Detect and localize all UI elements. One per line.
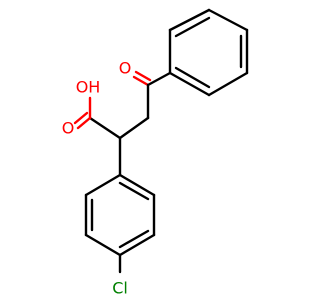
molecule-canvas: O OH O <box>61 8 249 298</box>
bond <box>84 173 122 197</box>
acid-carbonyl-double-bond <box>76 116 92 130</box>
phenyl-ring-top <box>168 8 249 97</box>
bond <box>88 116 122 140</box>
hydroxyl-label: OH <box>76 78 101 97</box>
bond <box>168 8 211 32</box>
bond <box>174 66 211 89</box>
acid-oxygen-label: O <box>62 119 75 138</box>
carbonyl-oxygen-label: O <box>119 59 132 78</box>
bond <box>118 116 150 140</box>
bond <box>118 181 150 201</box>
acid-carbonyl-double-bond <box>73 111 89 125</box>
bond <box>174 16 211 38</box>
carbonyl-double-bond <box>134 70 152 82</box>
bond <box>84 233 122 257</box>
carbonyl-double-bond <box>132 75 150 87</box>
bond <box>168 71 211 97</box>
alkyl-chain <box>118 83 150 140</box>
chlorine-label: Cl <box>112 279 128 298</box>
bond <box>118 173 156 197</box>
ketone-group: O <box>119 59 172 87</box>
bond <box>118 233 156 257</box>
bond <box>118 229 150 249</box>
molecule-structure: O OH O <box>62 8 249 298</box>
chlorophenyl-ring <box>84 173 156 257</box>
chloro-substituent: Cl <box>112 253 128 298</box>
bond <box>207 71 249 97</box>
bond <box>207 8 249 32</box>
carboxylic-acid-group: OH O <box>62 78 122 140</box>
bond <box>146 71 172 87</box>
